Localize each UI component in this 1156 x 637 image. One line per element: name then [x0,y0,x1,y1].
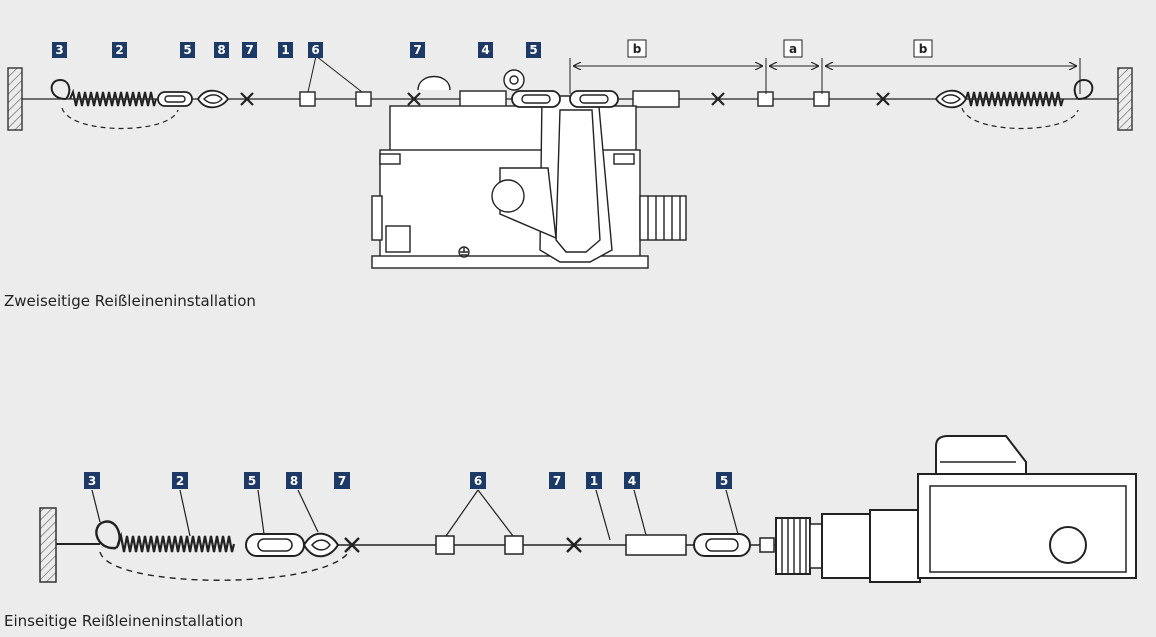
bottom-callouts: 3 2 5 8 7 6 7 1 4 5 [84,472,732,489]
svg-text:7: 7 [245,43,253,57]
turnbuckle-icon [157,91,193,107]
svg-text:8: 8 [290,474,298,488]
svg-text:7: 7 [338,474,346,488]
callout-badge: 6 [470,472,486,489]
dimension-labels: b a b [627,39,933,58]
top-installation [7,55,1133,269]
spring-icon [69,88,157,107]
svg-text:1: 1 [281,43,289,57]
callout-badge: 7 [334,472,350,489]
dimension-label: a [783,39,803,58]
svg-text:7: 7 [553,474,561,488]
svg-text:4: 4 [481,43,489,57]
svg-text:5: 5 [720,474,728,488]
callout-badge: 6 [308,42,323,58]
callout-badge: 4 [478,42,493,58]
svg-text:4: 4 [628,474,636,488]
callout-badge: 1 [586,472,602,489]
caption-two-sided: Zweiseitige Reißleineninstallation [4,292,256,310]
callout-badge: 1 [278,42,293,58]
svg-text:8: 8 [217,43,225,57]
callout-badge: 3 [52,42,67,58]
dimension-label: b [913,39,933,58]
svg-text:1: 1 [590,474,598,488]
svg-text:b: b [919,42,928,56]
dimension-label: b [627,39,647,58]
svg-text:3: 3 [88,474,96,488]
svg-text:a: a [789,42,797,56]
svg-text:2: 2 [176,474,184,488]
svg-text:6: 6 [474,474,482,488]
callout-badge: 5 [180,42,195,58]
callout-badge: 8 [286,472,302,489]
svg-text:5: 5 [183,43,191,57]
bottom-installation [39,435,1137,583]
callout-badge: 5 [716,472,732,489]
cable-clamp-icon [240,92,890,106]
callout-badge: 5 [244,472,260,489]
callout-badge: 7 [549,472,565,489]
eyebolt-hook-icon [50,78,71,100]
callout-badge: 7 [410,42,425,58]
cable-thimble-icon [196,89,230,109]
callout-badge: 2 [172,472,188,489]
callout-badge: 2 [112,42,127,58]
callout-badge: 7 [242,42,257,58]
callout-badge: 3 [84,472,100,489]
pull-wire-switch-icon [371,69,687,269]
svg-text:2: 2 [115,43,123,57]
svg-text:6: 6 [311,43,319,57]
svg-text:5: 5 [529,43,537,57]
svg-text:3: 3 [55,43,63,57]
wall-anchor-icon [7,67,1133,131]
top-callouts: 3 2 5 8 7 1 6 7 4 5 [52,42,541,58]
svg-text:7: 7 [413,43,421,57]
svg-text:5: 5 [248,474,256,488]
callout-badge: 4 [624,472,640,489]
caption-one-sided: Einseitige Reißleineninstallation [4,612,244,630]
callout-badge: 8 [214,42,229,58]
svg-text:b: b [633,42,642,56]
callout-badge: 5 [526,42,541,58]
